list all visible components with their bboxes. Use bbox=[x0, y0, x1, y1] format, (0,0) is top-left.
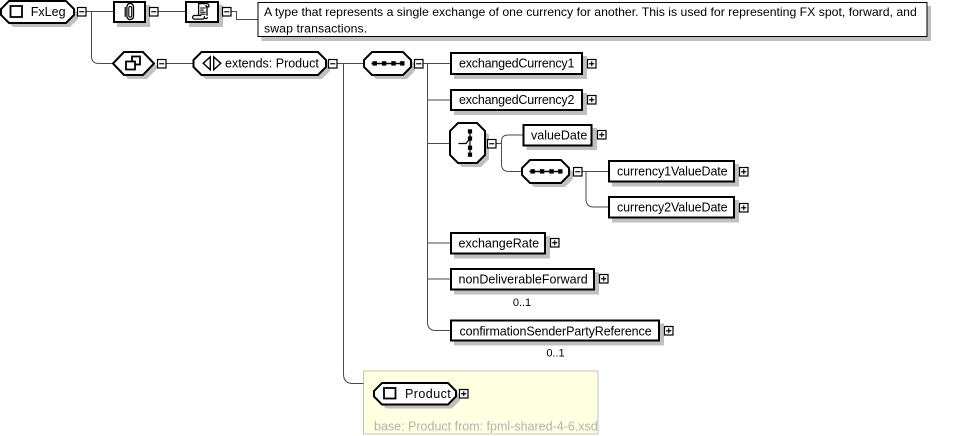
svg-text:exchangedCurrency1: exchangedCurrency1 bbox=[459, 57, 574, 71]
svg-text:currency1ValueDate: currency1ValueDate bbox=[617, 165, 728, 179]
svg-text:currency2ValueDate: currency2ValueDate bbox=[617, 201, 728, 215]
svg-text:0..1: 0..1 bbox=[546, 348, 564, 360]
svg-text:exchangeRate: exchangeRate bbox=[459, 237, 540, 251]
svg-text:base: Product from: fpml-share: base: Product from: fpml-shared-4-6.xsd bbox=[374, 419, 598, 433]
svg-text:0..1: 0..1 bbox=[513, 297, 531, 309]
svg-text:valueDate: valueDate bbox=[531, 129, 587, 143]
svg-text:confirmationSenderPartyReferen: confirmationSenderPartyReference bbox=[460, 325, 652, 339]
svg-text:exchangedCurrency2: exchangedCurrency2 bbox=[459, 93, 574, 107]
svg-text:FxLeg: FxLeg bbox=[31, 5, 66, 19]
svg-text:extends: Product: extends: Product bbox=[225, 57, 319, 71]
svg-text:swap transactions.: swap transactions. bbox=[264, 22, 367, 36]
svg-text:Product: Product bbox=[405, 387, 451, 401]
svg-text:nonDeliverableForward: nonDeliverableForward bbox=[459, 273, 588, 287]
svg-text:A type that represents a singl: A type that represents a single exchange… bbox=[264, 5, 917, 19]
